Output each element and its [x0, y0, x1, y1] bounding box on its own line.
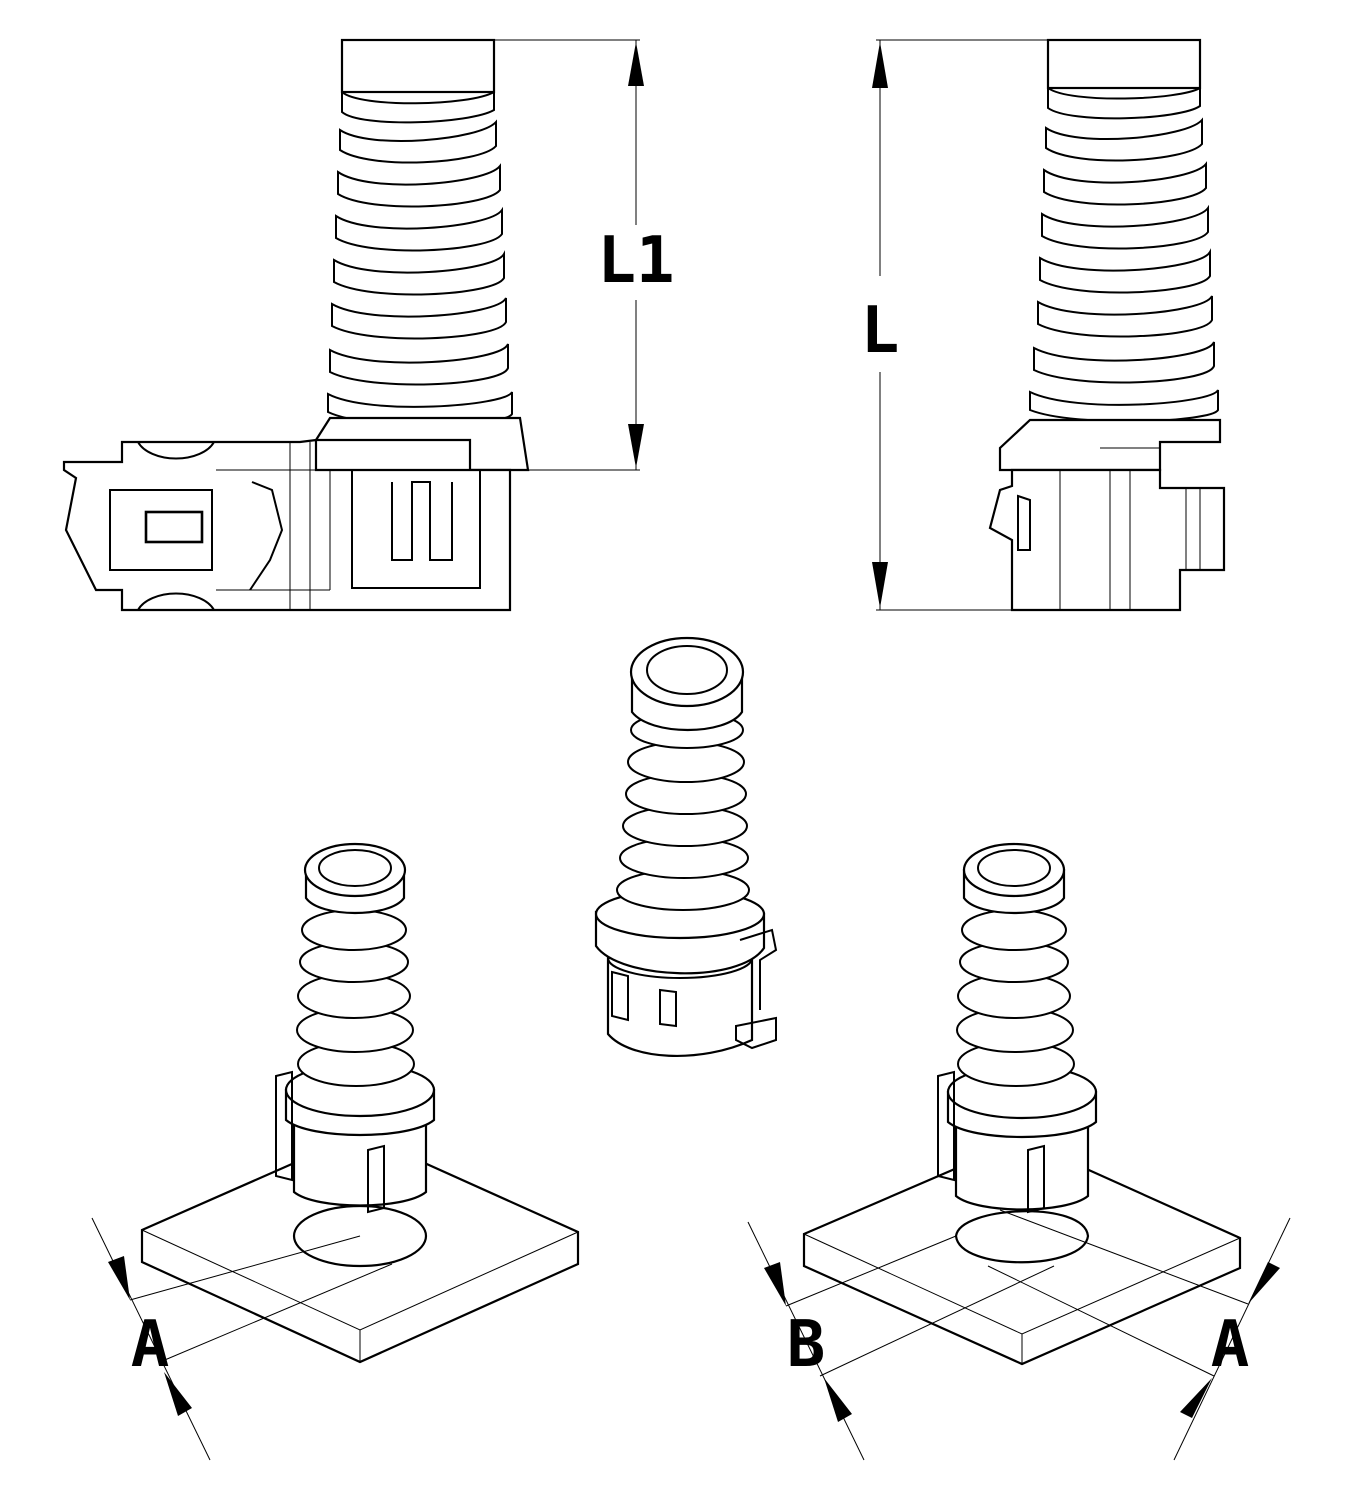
dimension-a-right: A [987, 1209, 1291, 1461]
isometric-part-center [594, 636, 778, 1058]
label-l1: L1 [597, 224, 674, 298]
label-l: L [861, 294, 900, 368]
spring-left-iso [296, 909, 415, 1087]
dimension-b: B [747, 1221, 1055, 1461]
panel-hole-right [954, 1210, 1090, 1264]
isometric-mounted-left [140, 842, 580, 1364]
label-a-right: A [1211, 1308, 1250, 1382]
side-view-right [988, 38, 1226, 612]
housing-right [988, 468, 1226, 612]
dimension-l: L [861, 39, 1048, 611]
dimension-a-left: A [91, 1217, 393, 1461]
spring-right-iso [956, 909, 1075, 1087]
side-view-left [62, 38, 530, 612]
housing-left [62, 438, 512, 612]
label-b: B [787, 1308, 826, 1382]
collar-left [313, 416, 530, 472]
cap-right [1046, 38, 1202, 90]
label-a-left: A [131, 1308, 170, 1382]
collar-right [998, 418, 1222, 472]
isometric-mounted-right [802, 842, 1242, 1366]
dimension-l1: L1 [494, 39, 675, 471]
cap-left [340, 38, 496, 94]
spring-center [616, 711, 750, 911]
spring-left [327, 89, 513, 427]
spring-right [1029, 86, 1219, 423]
